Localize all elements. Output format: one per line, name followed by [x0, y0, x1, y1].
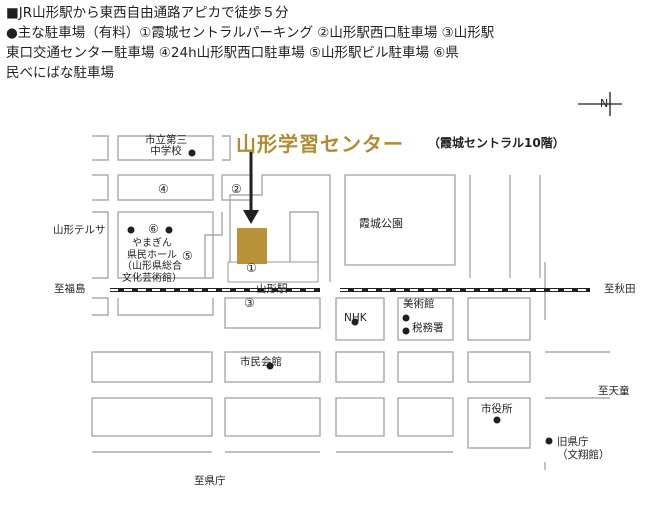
to-akita-label: 至秋田	[604, 283, 636, 295]
tax-office-label: 税務署	[412, 322, 444, 334]
center-subtitle: （霞城セントラル10階）	[428, 136, 565, 150]
museum-label: 美術館	[403, 298, 435, 310]
prefectural-hall-label: やまぎん 県民ホール （山形県総合 文化芸術館）	[122, 238, 182, 284]
school-label: 市立第三 中学校	[145, 134, 187, 158]
park-label: 霞城公園	[359, 217, 403, 230]
road-network	[91, 135, 610, 470]
center-building	[237, 228, 267, 264]
north-label: N	[600, 97, 609, 110]
to-tendo-label: 至天童	[598, 385, 630, 397]
to-pref-office-label: 至県庁	[194, 475, 226, 487]
terrsa-label: 山形テルサ	[53, 224, 106, 236]
nhk-label: NHK	[344, 312, 367, 324]
center-title: 山形学習センター	[236, 132, 404, 156]
old-pref-office-label: 旧県庁 （文翔館）	[557, 436, 610, 461]
parking-marker-2: ②	[231, 182, 242, 196]
parking-info-1: ●主な駐車場（有料）①霞城セントラルパーキング ②山形駅西口駐車場 ③山形駅	[6, 25, 495, 41]
parking-marker-4: ④	[158, 182, 169, 196]
north-arrow-icon	[578, 92, 622, 116]
parking-marker-6: ⑥	[148, 222, 159, 236]
city-hall-label: 市役所	[481, 403, 513, 415]
station-label: 山形駅	[256, 283, 288, 295]
parking-info-2: 東口交通センター駐車場 ④24h山形駅西口駐車場 ⑤山形駅ビル駐車場 ⑥県	[6, 45, 459, 61]
parking-marker-5: ⑤	[182, 249, 193, 263]
to-fukushima-label: 至福島	[54, 283, 86, 295]
parking-marker-3: ③	[244, 296, 255, 310]
access-info: ■JR山形駅から東西自由通路アピカで徒歩５分	[6, 5, 289, 21]
landmark-dots	[127, 149, 553, 445]
parking-info-3: 民べにばな駐車場	[6, 65, 114, 81]
arrow-icon	[243, 152, 259, 224]
civic-hall-label: 市民会館	[240, 356, 282, 368]
parking-marker-1: ①	[246, 261, 257, 275]
